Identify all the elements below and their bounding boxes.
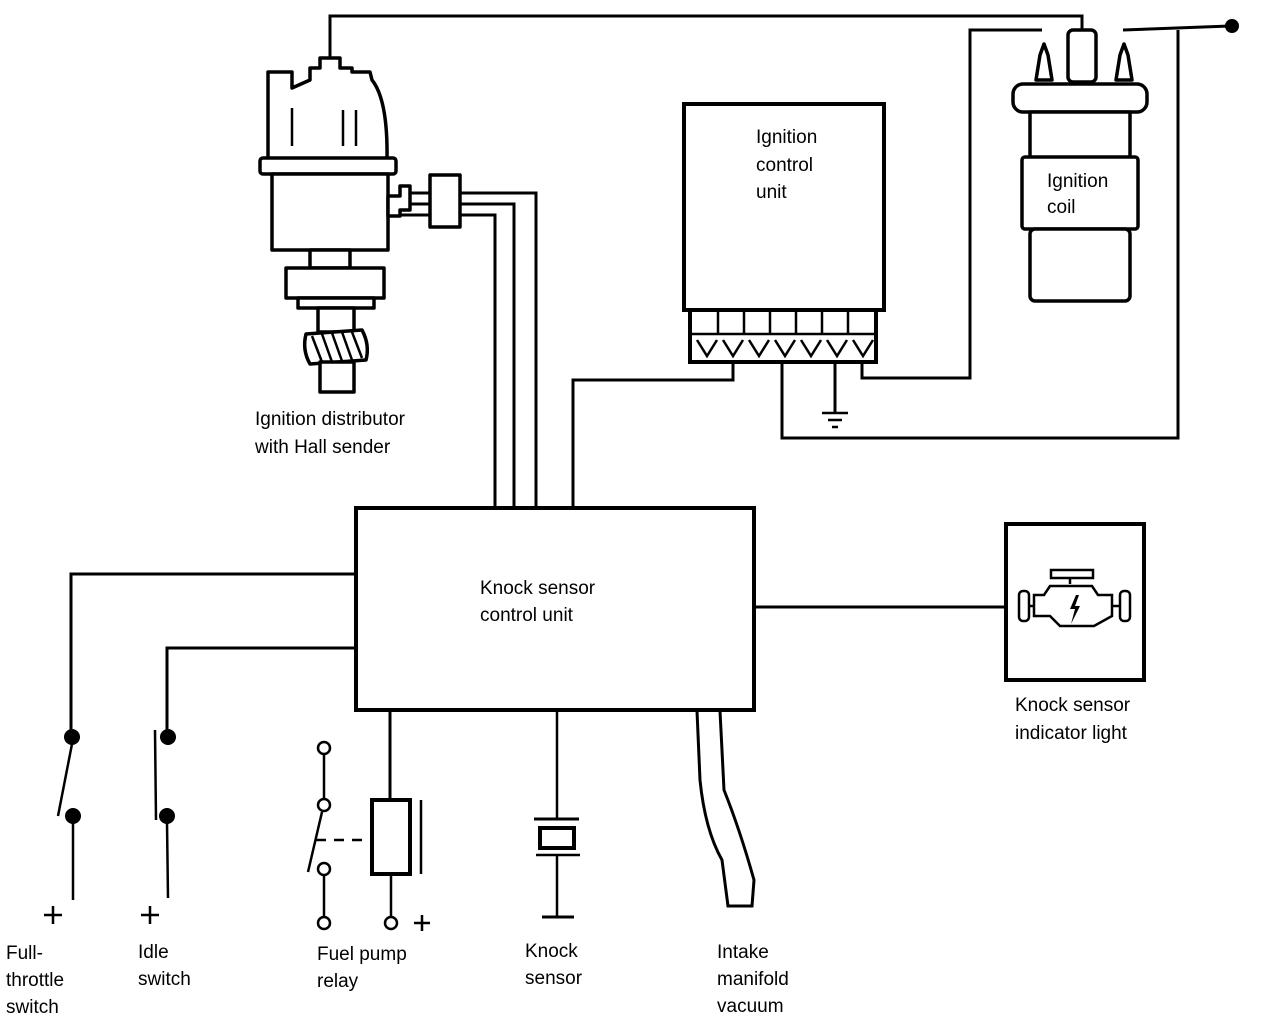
ignition-control-unit	[682, 102, 886, 364]
ignition-distributor	[258, 56, 462, 394]
distributor-cap-rim	[258, 156, 398, 176]
relay-switch-blade	[306, 811, 324, 873]
icu-label: Ignition control unit	[756, 127, 823, 203]
distributor-label: Ignition distributor with Hall sender	[254, 409, 410, 458]
wire-kscu-full-throttle	[69, 572, 356, 737]
wire-hall-2	[400, 202, 516, 508]
coil-hv-tower	[1066, 28, 1098, 84]
wire-coil-negative-icu	[860, 28, 1042, 380]
distributor-shaft-end	[318, 360, 356, 394]
relay-supply-terminal	[383, 915, 399, 931]
full-throttle-switch	[44, 729, 81, 924]
switch-contact-lower	[65, 808, 81, 824]
relay-terminal-bottom	[316, 915, 332, 931]
plus-terminal-icon	[141, 906, 159, 924]
switch-contact-lower	[159, 808, 175, 824]
coil-cap-rim	[1011, 82, 1149, 114]
distributor-shaft-upper	[308, 248, 352, 270]
coil-body-lower	[1028, 227, 1132, 303]
idle-switch-label: Idle switch	[138, 942, 191, 990]
idle-switch	[141, 729, 176, 924]
switch-blade	[153, 729, 158, 821]
switch-blade	[56, 743, 74, 817]
wire-icu-kscu	[571, 362, 735, 508]
distributor-cap-ribs	[290, 108, 358, 146]
wire-hall-3	[400, 213, 497, 508]
gear-teeth	[310, 331, 364, 363]
engine-warning-icon	[1017, 568, 1132, 628]
wire-hv-distributor-coil	[328, 14, 1084, 60]
full-throttle-label: Full- throttle switch	[6, 943, 69, 1018]
intake-vacuum-hose	[695, 710, 756, 908]
plus-terminal-icon	[414, 915, 430, 931]
hall-sender-connector-neck	[386, 184, 412, 218]
indicator-label: Knock sensor indicator light	[1015, 695, 1135, 744]
plus-terminal-icon	[44, 906, 62, 924]
wiring	[69, 14, 1231, 818]
ground-icon	[822, 411, 848, 429]
knock-sensor-label: Knock sensor	[525, 941, 583, 989]
wire-kscu-idle	[165, 646, 356, 737]
distributor-shaft-lower	[316, 306, 356, 334]
coil-label-band	[1020, 155, 1140, 231]
icu-connector-pins	[695, 339, 875, 359]
knock-sensor-indicator-light	[1004, 522, 1146, 682]
knock-sensor-control-unit	[354, 506, 756, 712]
lightning-bolt-icon	[1070, 595, 1080, 624]
relay-coil	[370, 798, 412, 876]
coil-body-upper	[1028, 110, 1132, 160]
relay-contact-lower	[316, 861, 332, 877]
coil-left-terminal	[1034, 42, 1054, 82]
icu-connector-dividers	[690, 310, 876, 336]
relay-contact-upper	[316, 797, 332, 813]
relay-terminal-top	[316, 740, 332, 756]
distributor-flange	[284, 266, 386, 300]
fuel-pump-relay	[306, 740, 430, 931]
intake-vacuum-label: Intake manifold vacuum	[717, 942, 794, 1017]
supply-terminal-dot	[1225, 19, 1239, 33]
wire-supply-icu-loop	[780, 30, 1180, 440]
wire-coil-positive-supply	[1122, 24, 1231, 32]
icu-housing	[682, 102, 886, 312]
distributor-cap	[266, 56, 389, 162]
ignition-coil	[1011, 28, 1149, 303]
wire-hall-1	[400, 191, 538, 508]
hall-sender-connector	[428, 173, 462, 229]
knock-sensor	[534, 817, 580, 919]
coil-label: Ignition coil	[1047, 171, 1114, 218]
fuel-pump-relay-label: Fuel pump relay	[317, 944, 412, 992]
kscu-label: Knock sensor control unit	[480, 578, 600, 626]
switch-contact-upper	[160, 729, 176, 745]
coil-right-terminal	[1114, 42, 1134, 82]
distributor-body	[270, 172, 390, 252]
switch-contact-upper	[64, 729, 80, 745]
